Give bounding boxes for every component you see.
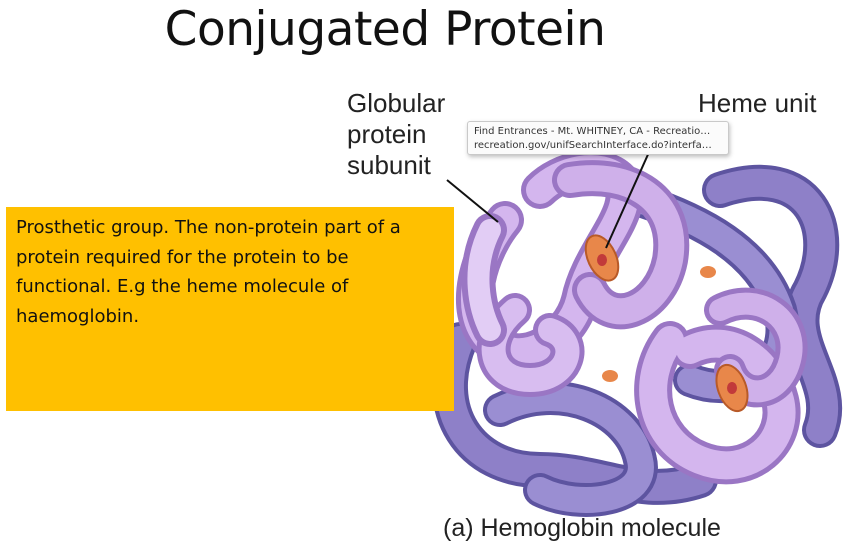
link-tooltip[interactable]: Find Entrances - Mt. WHITNEY, CA - Recre… <box>467 121 729 155</box>
heme-unit-label: Heme unit <box>698 88 817 118</box>
globular-subunit-label: Globular protein subunit <box>347 88 446 180</box>
pointer-lines <box>446 149 651 249</box>
figure-caption: (a) Hemoglobin molecule <box>443 514 721 542</box>
light-subunits <box>456 150 808 485</box>
slide-title: Conjugated Protein <box>164 2 606 57</box>
heme-groups <box>584 234 749 413</box>
tooltip-url: recreation.gov/unifSearchInterface.do?in… <box>474 140 712 151</box>
tooltip-title: Find Entrances - Mt. WHITNEY, CA - Recre… <box>474 126 711 137</box>
definition-box: Prosthetic group. The non-protein part o… <box>6 207 454 411</box>
definition-text: Prosthetic group. The non-protein part o… <box>16 217 401 327</box>
